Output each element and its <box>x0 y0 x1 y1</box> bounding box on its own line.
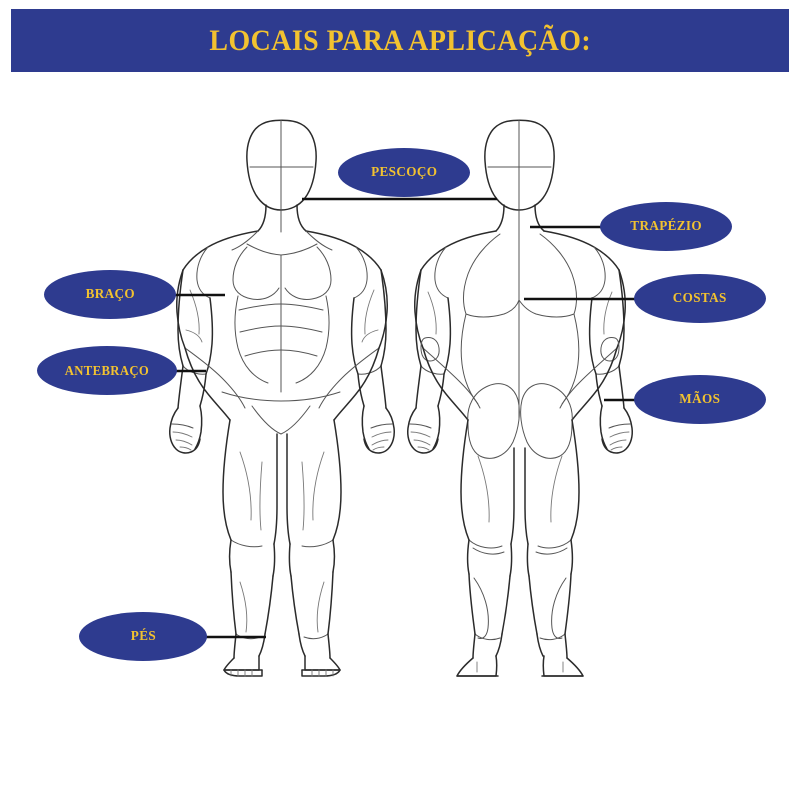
callout-label-costas: COSTAS <box>673 290 727 306</box>
figure-front <box>169 119 395 677</box>
callout-pescoco[interactable]: PESCOÇO <box>338 148 470 197</box>
figure-back <box>407 119 633 677</box>
callout-label-pescoco: PESCOÇO <box>370 164 438 180</box>
page-title: LOCAIS PARA APLICAÇÃO: <box>209 23 591 57</box>
callout-label-maos: MÃOS <box>679 391 721 407</box>
callout-pes[interactable]: PÉS <box>79 612 207 661</box>
callout-maos[interactable]: MÃOS <box>634 375 766 424</box>
callout-label-antebraco: ANTEBRAÇO <box>64 362 150 378</box>
callout-trapezio[interactable]: TRAPÉZIO <box>600 202 732 251</box>
callout-antebraco[interactable]: ANTEBRAÇO <box>37 346 177 395</box>
callout-costas[interactable]: COSTAS <box>634 274 766 323</box>
callout-label-pes: PÉS <box>130 628 156 644</box>
callout-label-trapezio: TRAPÉZIO <box>630 218 702 234</box>
callout-label-braco: BRAÇO <box>85 286 135 302</box>
leader-lines <box>168 197 648 639</box>
callout-braco[interactable]: BRAÇO <box>44 270 176 319</box>
header-banner: LOCAIS PARA APLICAÇÃO: <box>11 9 789 72</box>
